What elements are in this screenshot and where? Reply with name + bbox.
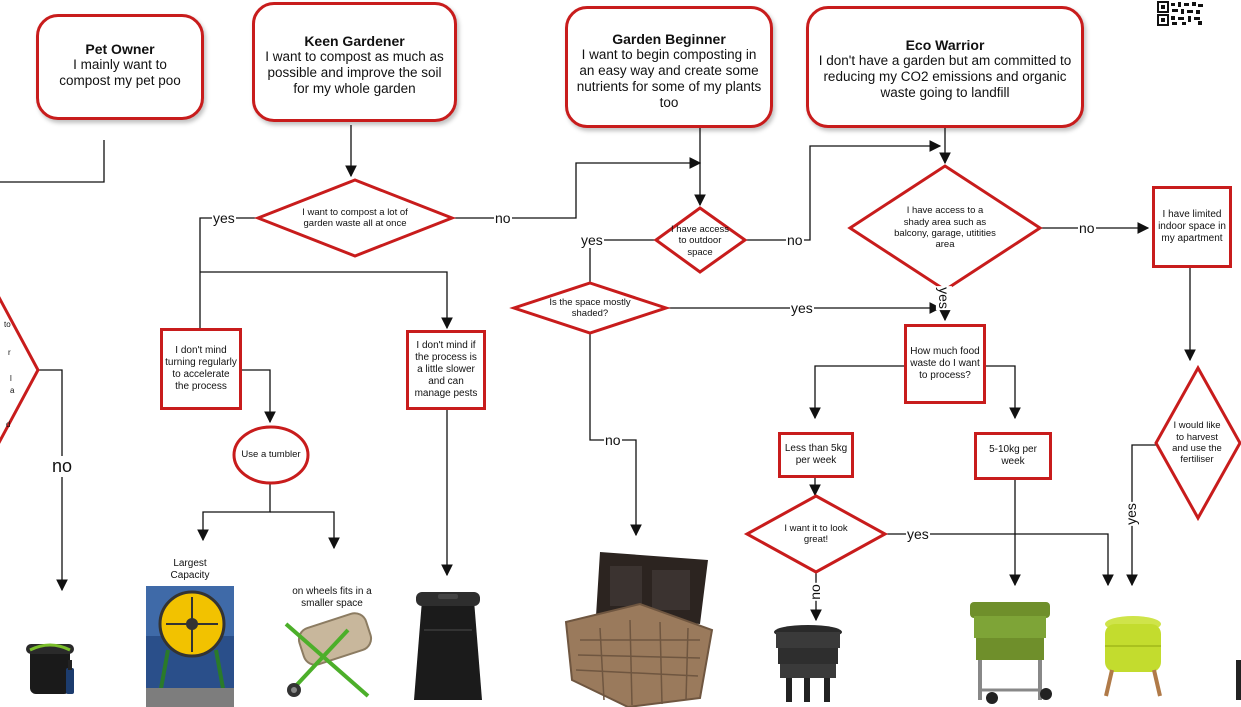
partial-image-right [1236, 660, 1241, 700]
edge-label-no-outdoor: no [786, 232, 804, 248]
connector-look-yes [885, 533, 1114, 587]
edge-label-yes-mostly: yes [790, 300, 814, 316]
edge-label-no-mostly: no [604, 432, 622, 448]
qr-code-icon [1157, 0, 1207, 26]
wormery-image [774, 625, 842, 702]
caption-wheels: on wheels fits in a smaller space [292, 586, 372, 609]
edge-label-no-left: no [51, 456, 74, 477]
decision-look-great [743, 494, 889, 574]
persona-desc: I want to compost as much as possible an… [265, 49, 444, 96]
left-fragment-5: d [6, 420, 11, 429]
connector-tumbler-split-right [270, 511, 340, 550]
wheeled-tumbler-image [284, 612, 373, 698]
green-wormery-image [970, 602, 1052, 704]
edge-label-yes-harvest: yes [1122, 502, 1139, 526]
caption-largest-capacity: Largest Capacity [170, 558, 210, 581]
yellow-tumbler-image [146, 586, 234, 707]
decision-look-great-label: I want it to look great! [784, 522, 848, 545]
connector-how-much-right [985, 365, 1021, 420]
persona-eco-warrior: Eco Warrior I don't have a garden but am… [806, 6, 1084, 128]
decision-shady-area-label: I have access to a shady area such as ba… [894, 205, 996, 251]
box-5-10kg: 5-10kg per week [974, 432, 1052, 480]
decision-lots-of-waste-label: I want to compost a lot of garden waste … [302, 206, 408, 229]
black-bin-image [414, 592, 482, 700]
decision-lots-of-waste [253, 178, 457, 258]
edge-label-no-shady: no [1078, 220, 1096, 236]
decision-harvest [1154, 364, 1241, 522]
persona-keen-gardener: Keen Gardener I want to compost as much … [252, 2, 457, 122]
connector-lots-slower [200, 271, 453, 330]
edge-label-yes-look: yes [906, 526, 930, 542]
decision-left-partial [0, 296, 40, 444]
connector-left-no [38, 369, 68, 592]
left-fragment-4: a [10, 386, 15, 395]
persona-pet-owner: Pet Owner I mainly want to compost my pe… [36, 14, 204, 120]
connector-tumbler-split [197, 484, 271, 542]
decision-mostly-shaded-label: Is the space mostly shaded? [549, 296, 631, 319]
brown-crate-image [564, 552, 714, 707]
persona-garden-beginner: Garden Beginner I want to begin composti… [565, 6, 773, 128]
connector-lots-yes [194, 217, 258, 342]
kitchen-caddy-image [26, 643, 74, 694]
box-indoor: I have limited indoor space in my apartm… [1152, 186, 1232, 268]
persona-title: Garden Beginner [612, 31, 726, 47]
connector-pet-owner [0, 140, 105, 183]
decision-outdoor-space-label: I have access to outdoor space [670, 223, 730, 258]
decision-mostly-shaded [509, 281, 671, 335]
persona-desc: I don't have a garden but am committed t… [818, 53, 1072, 100]
left-fragment-3: l [10, 374, 12, 383]
tumbler-label: Use a tumbler [241, 449, 301, 461]
box-less-than-5kg: Less than 5kg per week [778, 432, 854, 478]
edge-label-yes-shady: yes [935, 286, 952, 310]
lime-wormery-image [1104, 616, 1162, 697]
edge-label-yes-lots: yes [212, 210, 236, 226]
persona-desc: I mainly want to compost my pet poo [59, 57, 181, 88]
connector-turning-tumbler [242, 369, 276, 424]
tumbler-node [232, 425, 310, 485]
connector-lots-no [452, 157, 702, 219]
persona-desc: I want to begin composting in an easy wa… [576, 47, 762, 110]
connector-outdoor-no [745, 140, 942, 241]
edge-label-yes-outdoor: yes [580, 232, 604, 248]
connector-how-much-left [809, 365, 905, 420]
persona-title: Eco Warrior [905, 37, 985, 53]
persona-title: Pet Owner [85, 41, 155, 57]
left-fragment-1: to [4, 320, 11, 329]
box-slower: I don't mind if the process is a little … [406, 330, 486, 410]
decision-harvest-label: I would like to harvest and use the fert… [1172, 420, 1222, 466]
left-fragment-2: r [8, 348, 11, 357]
edge-label-no-lots: no [494, 210, 512, 226]
box-how-much: How much food waste do I want to process… [904, 324, 986, 404]
connector-harvest-yes [1126, 444, 1165, 587]
box-turning: I don't mind turning regularly to accele… [160, 328, 242, 410]
persona-title: Keen Gardener [304, 33, 405, 49]
edge-label-no-look: no [806, 583, 823, 601]
decision-outdoor-space [653, 206, 748, 274]
